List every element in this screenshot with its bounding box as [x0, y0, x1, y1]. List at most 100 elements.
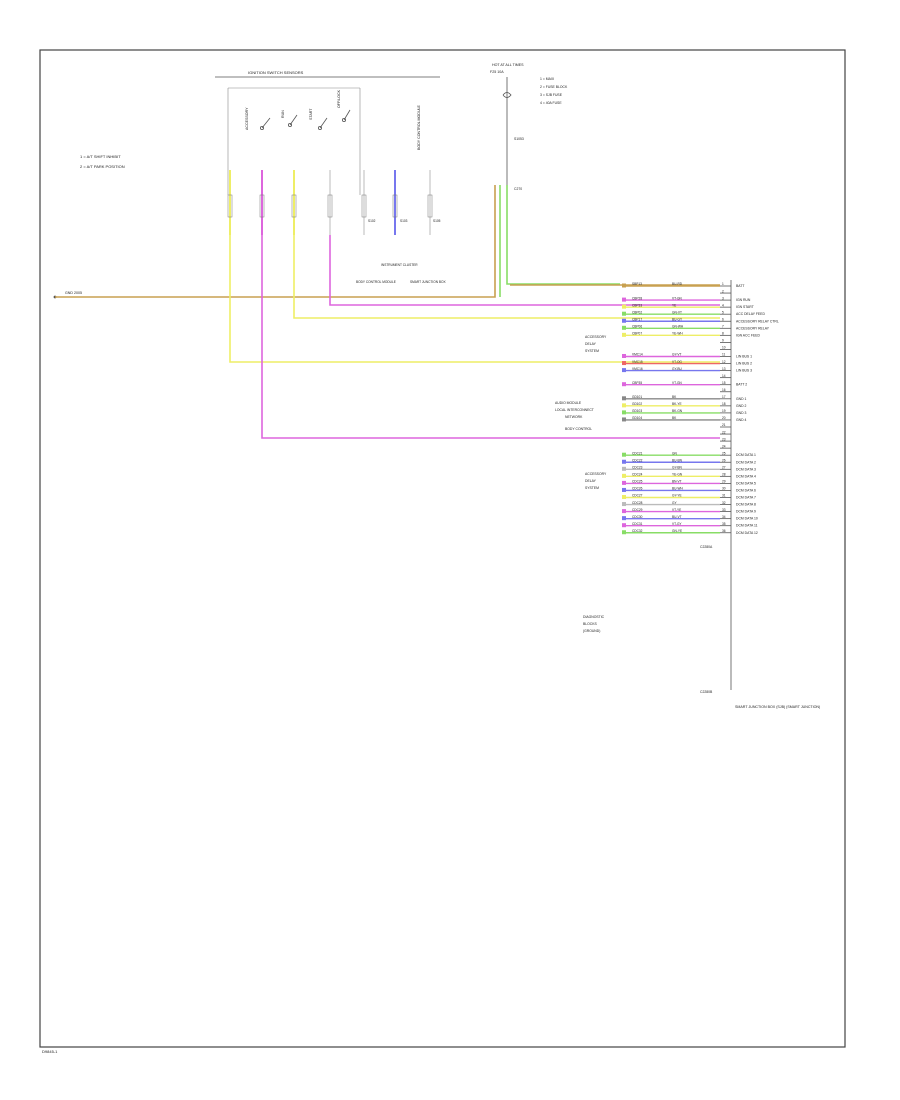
pin-circuit-12: VMC15: [632, 360, 643, 364]
pin-circuit-19: GD103: [632, 409, 642, 413]
ignition-switch-group: IGNITION SWITCH SENSORS ACCESSORY RUN ST…: [215, 70, 447, 284]
pin-color-7: GN-WH: [672, 325, 684, 329]
pin-swatch-6: [622, 318, 626, 323]
pin-number-24: 24: [722, 444, 726, 448]
fuse-legend-1: 1 = MAXI: [540, 77, 554, 81]
pin-color-33: VT-YE: [672, 508, 681, 512]
ground-label-3: S105: [433, 219, 441, 223]
pin-swatch-28: [622, 473, 626, 478]
pin-number-35: 35: [722, 522, 726, 526]
group-label-2a: AUDIO MODULE: [555, 401, 582, 405]
ground-label: GND 2005: [65, 291, 82, 295]
bottom-label-bcm: BODY CONTROL MODULE: [356, 280, 396, 284]
pin-function-36: DCM DATA 12: [736, 531, 758, 535]
pin-swatch-18: [622, 403, 626, 408]
pin-number-13: 13: [722, 367, 726, 371]
pin-number-19: 19: [722, 409, 726, 413]
pin-function-32: DCM DATA 8: [736, 503, 756, 507]
pin-color-13: GY-BU: [672, 367, 682, 371]
group-label-2b: LOCAL INTERCONNECT: [555, 408, 594, 412]
pin-function-1: BATT: [736, 284, 744, 288]
pin-number-10: 10: [722, 346, 726, 350]
pin-circuit-4: CBP33: [632, 303, 642, 307]
pin-color-15: VT-GN: [672, 381, 682, 385]
pin-circuit-1: SBP13: [632, 282, 642, 286]
pin-circuit-18: GD102: [632, 402, 642, 406]
pin-row-14: 14: [720, 374, 731, 379]
pin-function-31: DCM DATA 7: [736, 496, 756, 500]
pin-number-33: 33: [722, 508, 726, 512]
pin-circuit-33: CDC29: [632, 508, 643, 512]
wire-magenta-lower: [261, 235, 720, 439]
pin-color-25: GN: [672, 451, 677, 455]
pin-number-20: 20: [722, 416, 726, 420]
pin-function-8: IGN ACC FEED: [736, 333, 760, 337]
group-label-3a: ACCESSORY: [585, 472, 607, 476]
pin-number-26: 26: [722, 458, 726, 462]
switch-label-start: START: [309, 108, 313, 120]
pin-swatch-1: [622, 283, 626, 288]
pin-function-20: GND 4: [736, 418, 746, 422]
pin-function-12: LIN BUS 2: [736, 362, 752, 366]
pin-circuit-15: CBP35: [632, 381, 642, 385]
pin-color-20: BK: [672, 416, 677, 420]
switch-group-title: IGNITION SWITCH SENSORS: [248, 70, 304, 75]
pin-number-30: 30: [722, 487, 726, 491]
pin-number-3: 3: [722, 296, 724, 300]
pin-row-2: 2: [720, 289, 731, 294]
pin-color-12: VT-OG: [672, 360, 682, 364]
bottom-label-ic: INSTRUMENT CLUSTER: [381, 263, 418, 267]
pin-function-33: DCM DATA 9: [736, 510, 756, 514]
pin-color-26: BU-BN: [672, 458, 683, 462]
pin-color-35: VT-GY: [672, 522, 682, 526]
pin-function-27: DCM DATA 3: [736, 467, 756, 471]
fuse-legend-2: 2 = FUSE BLOCK: [540, 85, 568, 89]
pin-color-5: GN-VT: [672, 310, 682, 314]
pin-circuit-13: VMC16: [632, 367, 643, 371]
pin-number-8: 8: [722, 332, 724, 336]
drop-connector-1: [227, 194, 233, 218]
switch-contacts: [259, 109, 351, 131]
fuse-splice: S1053: [514, 137, 524, 141]
pin-number-25: 25: [722, 451, 726, 455]
pin-color-34: BU-VT: [672, 515, 682, 519]
pin-number-6: 6: [722, 317, 724, 321]
pin-function-28: DCM DATA 4: [736, 474, 756, 478]
pin-color-31: GY-YE: [672, 494, 682, 498]
pin-swatch-12: [622, 361, 626, 366]
pin-swatch-11: [622, 354, 626, 358]
pin-row-24: 24: [720, 444, 731, 449]
footer-code: D9845-1: [42, 1049, 58, 1054]
pin-number-11: 11: [722, 353, 726, 357]
pin-function-17: GND 1: [736, 397, 746, 401]
drop-connector-3: [291, 194, 297, 218]
pin-number-14: 14: [722, 374, 726, 378]
note-1: 1 = A/T SHIFT INHIBIT: [80, 154, 121, 159]
fuse-title: HOT AT ALL TIMES: [492, 63, 524, 67]
pin-swatch-25: [622, 452, 626, 457]
pin-function-34: DCM DATA 10: [736, 517, 758, 521]
pin-row-9: 9: [720, 339, 731, 343]
group-label-2c: NETWORK: [565, 415, 583, 419]
note-2: 2 = A/T PARK POSITION: [80, 164, 125, 169]
drop-connector-5: [361, 194, 367, 218]
pin-color-3: VT-GN: [672, 296, 682, 300]
pin-circuit-36: CDC32: [632, 529, 643, 533]
group-label-2d: BODY CONTROL: [565, 427, 592, 431]
pin-color-8: YE-WH: [672, 332, 683, 336]
drop-connector-4: [327, 194, 333, 218]
